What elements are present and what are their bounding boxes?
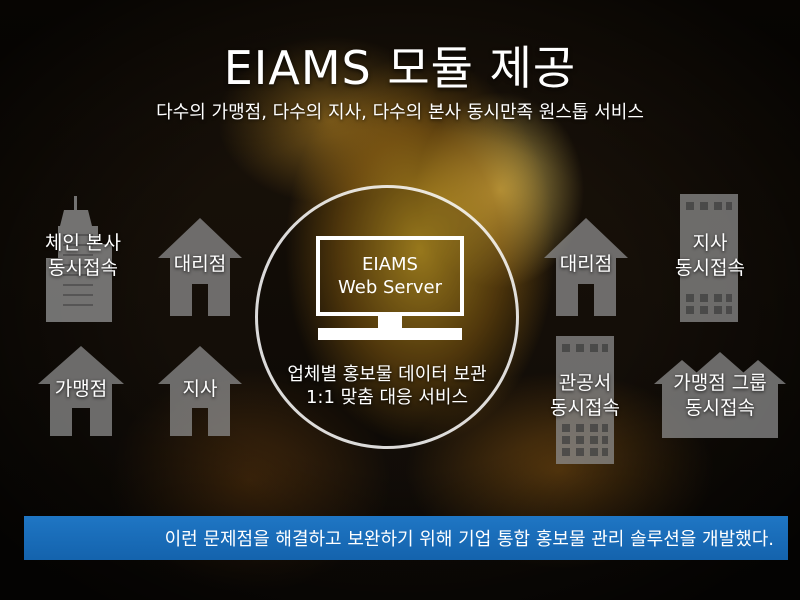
monitor-line-1: EIAMS [362,254,418,275]
hq-label: 체인 본사 동시접속 [45,232,121,279]
server-description: 업체별 홍보물 데이터 보관 1:1 맞춤 대응 서비스 [287,364,487,408]
branch-house-icon [158,346,242,436]
franchise-group-label: 가맹점 그룹 동시접속 [673,372,767,419]
right-agency-house-icon [544,218,628,316]
monitor-line-2: Web Server [338,277,442,298]
franchise-house-icon [38,346,124,436]
left-branch-label: 지사 [182,378,218,400]
page-subtitle: 다수의 가맹점, 다수의 지사, 다수의 본사 동시만족 원스톱 서비스 [156,102,644,123]
footer-banner-text: 이런 문제점을 해결하고 보완하기 위해 기업 통합 홍보물 관리 솔루션을 개… [164,529,774,550]
franchise-group-houses-icon [654,352,786,438]
public-office-label: 관공서 동시접속 [550,372,620,419]
monitor-icon [316,236,464,340]
right-branch-label: 지사 동시접속 [675,232,745,279]
footer-banner: 이런 문제점을 해결하고 보완하기 위해 기업 통합 홍보물 관리 솔루션을 개… [24,516,788,560]
monitor-screen: EIAMS Web Server [318,238,462,314]
skyscraper-icon [46,196,112,322]
page-title: EIAMS 모듈 제공 [223,41,577,95]
right-agency-label: 대리점 [559,253,613,275]
agency-house-icon [158,218,242,316]
left-franchise-label: 가맹점 [54,378,108,400]
public-office-building-icon [556,336,614,464]
branch-building-icon [680,194,738,322]
left-agency-label: 대리점 [173,253,227,275]
